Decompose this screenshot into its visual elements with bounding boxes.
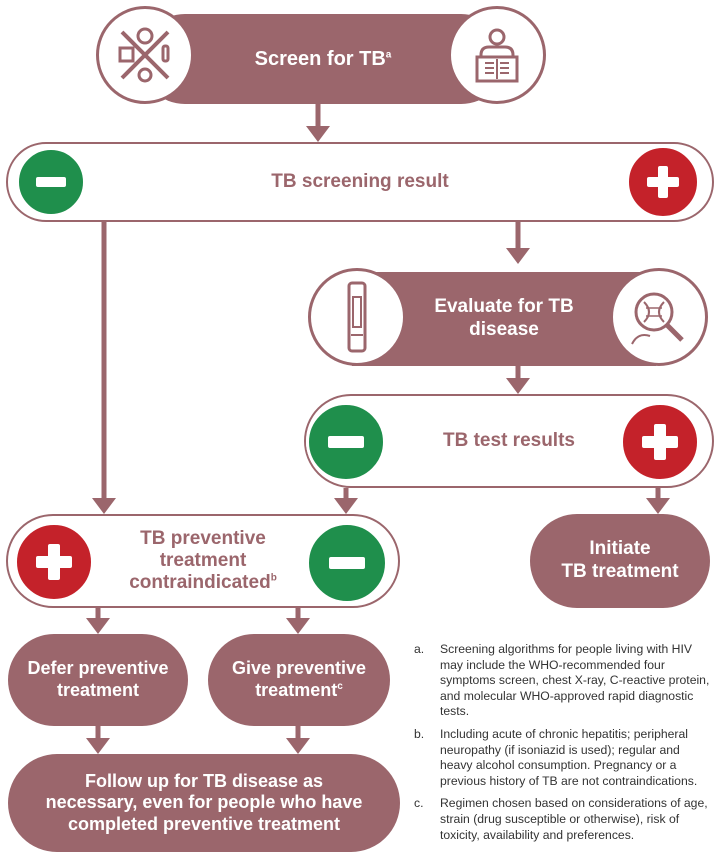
test-strip-icon	[308, 268, 406, 366]
chest-xray-icon	[448, 6, 546, 104]
tb-screening-result-node: TB screening result	[6, 142, 714, 222]
test-negative-minus-icon	[306, 402, 386, 482]
footnote-a: a. Screening algorithms for people livin…	[414, 642, 714, 720]
footnote-letter: b.	[414, 727, 425, 742]
footnote-b: b. Including acute of chronic hepatitis;…	[414, 727, 714, 789]
footnote-text: Regimen chosen based on considerations o…	[440, 796, 708, 842]
tb-test-results-label: TB test results	[443, 430, 575, 452]
footnote-c: c. Regimen chosen based on consideration…	[414, 796, 714, 843]
screen-for-tb-node: Screen for TBa	[140, 14, 506, 104]
footnote-text: Screening algorithms for people living w…	[440, 642, 710, 719]
dna-magnifier-icon	[610, 268, 708, 366]
contraindicated-negative-minus-icon	[306, 522, 388, 604]
screening-positive-plus-icon	[626, 145, 700, 219]
footnote-letter: a.	[414, 642, 425, 656]
test-positive-plus-icon	[620, 402, 700, 482]
symptoms-screening-icon	[96, 6, 194, 104]
footnote-text: Including acute of chronic hepatitis; pe…	[440, 727, 698, 788]
contraindicated-positive-plus-icon	[14, 522, 94, 602]
tb-screening-result-label: TB screening result	[271, 171, 449, 193]
footnote-letter: c.	[414, 796, 424, 811]
screen-for-tb-label: Screen for TBa	[254, 48, 392, 70]
footnotes: a. Screening algorithms for people livin…	[414, 642, 714, 850]
screening-negative-minus-icon	[16, 147, 86, 217]
